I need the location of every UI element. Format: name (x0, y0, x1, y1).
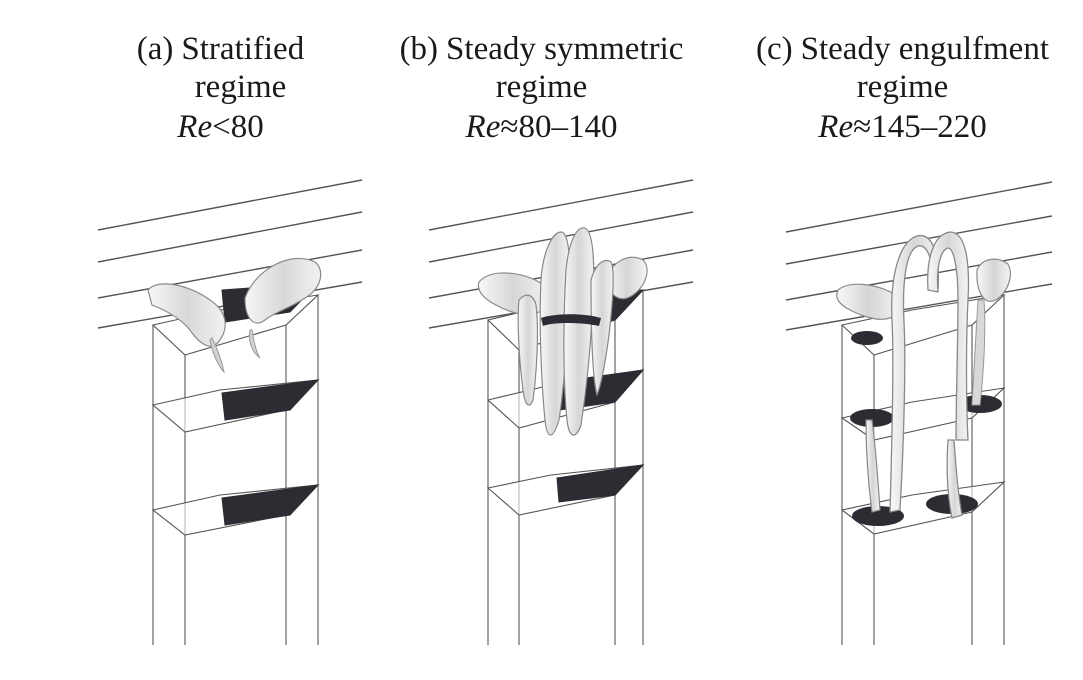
panel-steady-engulfment: (c)Steady engulfment regime Re≈145–220 (722, 0, 1083, 680)
mixer-diagram-a (97, 179, 363, 645)
panel-label: (a) (136, 31, 174, 67)
panel-label: (b) (399, 31, 439, 67)
regime-name: Stratified (181, 31, 305, 67)
vortex-isosurface (477, 227, 648, 436)
reynolds-range: Re≈80–140 (465, 109, 618, 145)
inlet-channel-lines (785, 181, 1053, 331)
outlet-channel-frame (841, 295, 1005, 645)
reynolds-range: Re<80 (177, 109, 264, 145)
vortex-isosurface (836, 231, 1011, 519)
regime-word: regime (495, 69, 588, 105)
vortex-isosurface (147, 257, 322, 374)
caption-a: (a)Stratified regime Re<80 (40, 30, 401, 146)
cross-section-planes (151, 282, 320, 536)
regime-word: regime (194, 69, 287, 105)
caption-c: (c)Steady engulfment regime Re≈145–220 (722, 30, 1083, 146)
panel-stratified: (a)Stratified regime Re<80 (40, 0, 401, 680)
panel-steady-symmetric: (b)Steady symmetric regime Re≈80–140 (361, 0, 722, 680)
reynolds-range: Re≈145–220 (818, 109, 987, 145)
regime-name: Steady engulfment (800, 31, 1049, 67)
regime-name: Steady symmetric (446, 31, 684, 67)
mixer-diagram-c (785, 181, 1053, 645)
regime-word: regime (856, 69, 949, 105)
mixer-diagram-b (428, 179, 694, 645)
caption-b: (b)Steady symmetric regime Re≈80–140 (361, 30, 722, 146)
panel-label: (c) (756, 31, 793, 67)
